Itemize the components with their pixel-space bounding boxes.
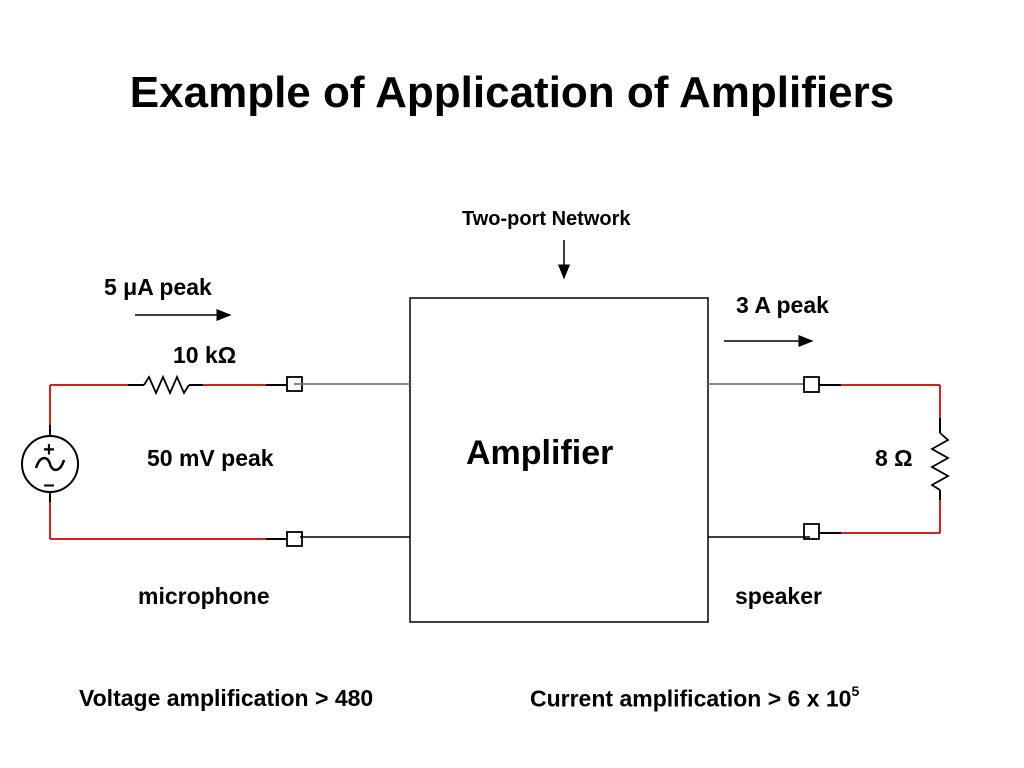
load-resistor-label: 8 Ω	[875, 445, 913, 471]
speaker-label: speaker	[735, 583, 822, 609]
output-bottom-wire	[819, 490, 941, 534]
current-amplification-text: Current amplification > 6 x 105	[530, 683, 860, 713]
voltage-amplification-text: Voltage amplification > 480	[79, 685, 374, 711]
microphone-label: microphone	[138, 583, 270, 609]
source-plus: +	[43, 439, 55, 461]
current-amplification-exponent: 5	[851, 683, 860, 699]
two-port-network-label: Two-port Network	[462, 208, 631, 230]
slide-title: Example of Application of Amplifiers	[129, 68, 895, 117]
input-terminal-bottom	[286, 531, 303, 547]
input-resistor-label: 10 kΩ	[173, 342, 237, 368]
amplifier-box	[409, 297, 709, 623]
input-resistor	[143, 374, 190, 396]
amplifier-label: Amplifier	[466, 434, 614, 472]
load-resistor	[930, 432, 950, 491]
output-top-wire	[819, 384, 941, 433]
output-terminal-top	[803, 376, 820, 393]
input-voltage-label: 50 mV peak	[147, 445, 274, 471]
input-top-wire	[49, 374, 287, 433]
input-bottom-wire	[49, 494, 287, 540]
output-terminal-bottom	[803, 523, 820, 540]
current-amplification-base: Current amplification > 6 x 10	[530, 685, 852, 712]
ac-source-icon: + –	[21, 425, 79, 502]
input-current-label: 5 μA peak	[104, 274, 212, 300]
output-current-label: 3 A peak	[736, 292, 829, 318]
source-minus: –	[43, 474, 54, 496]
